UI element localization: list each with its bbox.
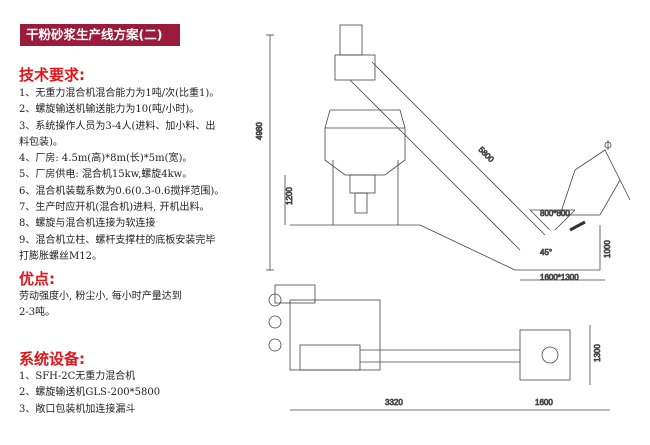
dim-hopper-height: 1000	[603, 240, 612, 258]
list-item: 3、系统操作人员为3-4人(进料、加小料、出	[19, 120, 216, 132]
dim-hopper: 800*800	[540, 209, 570, 218]
dim-leg: 1200	[285, 187, 294, 205]
equipment-list: 1、SFH-2C无重力混合机 2、螺旋输送机GLS-200*5800 3、敞口包…	[19, 369, 239, 418]
dim-angle: 45°	[540, 248, 552, 257]
list-item: 3、敞口包装机加连接漏斗	[19, 403, 136, 415]
list-item: 1、无重力混合机混合能力为1吨/次(比重1)。	[19, 88, 220, 99]
dim-plan-length: 3320	[385, 398, 403, 407]
list-item: 4、厂房: 4.5m(高)*8m(长)*5m(宽)。	[19, 153, 193, 165]
dim-base: 1600*1300	[540, 273, 579, 282]
list-item: 9、混合机立柱、螺杆支撑柱的底板安装完毕	[19, 234, 216, 246]
advantages-heading: 优点:	[19, 270, 55, 288]
dim-plan-width: 1600	[535, 398, 553, 407]
equipment-heading: 系统设备:	[19, 350, 85, 368]
list-item: 1、SFH-2C无重力混合机	[19, 371, 136, 382]
list-item: 5、厂房供电: 混合机15kw,螺旋4kw。	[19, 169, 193, 181]
list-item: 2、螺旋输送机GLS-200*5800	[19, 387, 161, 399]
elevation-view: 4980 5800 1200 800*800 45° 1000 1600*130…	[255, 24, 631, 282]
list-item: 7、生产时应开机(混合机)进料, 开机出料。	[19, 202, 210, 214]
list-item: 劳动强度小, 粉尘小, 每小时产量达到	[19, 291, 182, 302]
plan-view: 3320 1600 1300	[268, 284, 610, 411]
list-item: 8、螺旋与混合机连接为软连接	[19, 218, 156, 230]
page-title: 干粉砂浆生产线方案(二)	[20, 24, 180, 46]
list-item: 2-3吨。	[19, 307, 56, 319]
list-item: 打膨胀螺丝M12。	[19, 250, 102, 262]
list-item: 料包装)。	[19, 136, 63, 148]
list-item: 2、螺旋输送机输送能力为10(吨/小时)。	[19, 104, 200, 116]
dim-height: 4980	[255, 122, 264, 140]
dim-screw-length: 5800	[477, 145, 496, 164]
requirements-heading: 技术要求:	[19, 66, 85, 84]
dim-plan-height: 1300	[593, 344, 602, 362]
advantages-list: 劳动强度小, 粉尘小, 每小时产量达到 2-3吨。	[19, 289, 239, 322]
list-item: 6、混合机装载系数为0.6(0.3-0.6搅拌范围)。	[19, 185, 225, 197]
requirements-list: 1、无重力混合机混合能力为1吨/次(比重1)。 2、螺旋输送机输送能力为10(吨…	[19, 86, 239, 265]
engineering-drawing: 4980 5800 1200 800*800 45° 1000 1600*130…	[255, 24, 631, 411]
